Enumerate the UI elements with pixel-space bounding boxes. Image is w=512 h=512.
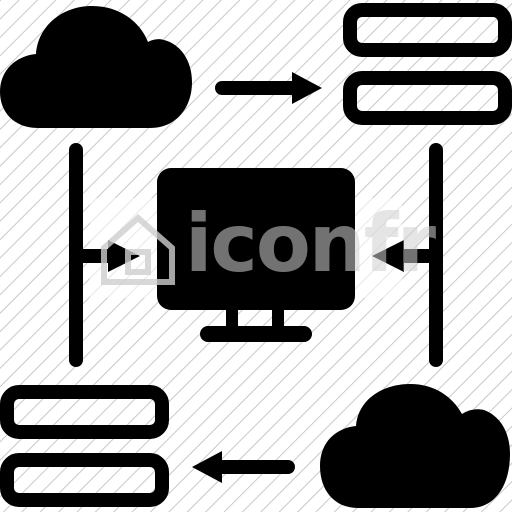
server-rows-top-right-icon — [343, 3, 512, 125]
arrow-left-icon — [192, 451, 295, 483]
arrow-right-bracket-icon — [372, 143, 443, 367]
monitor-icon — [157, 168, 355, 342]
arrow-right-icon — [215, 72, 322, 104]
cloud-top-left-icon — [0, 6, 192, 128]
cloud-bottom-right-icon — [320, 384, 510, 508]
server-rows-bottom-left-icon — [0, 385, 169, 507]
